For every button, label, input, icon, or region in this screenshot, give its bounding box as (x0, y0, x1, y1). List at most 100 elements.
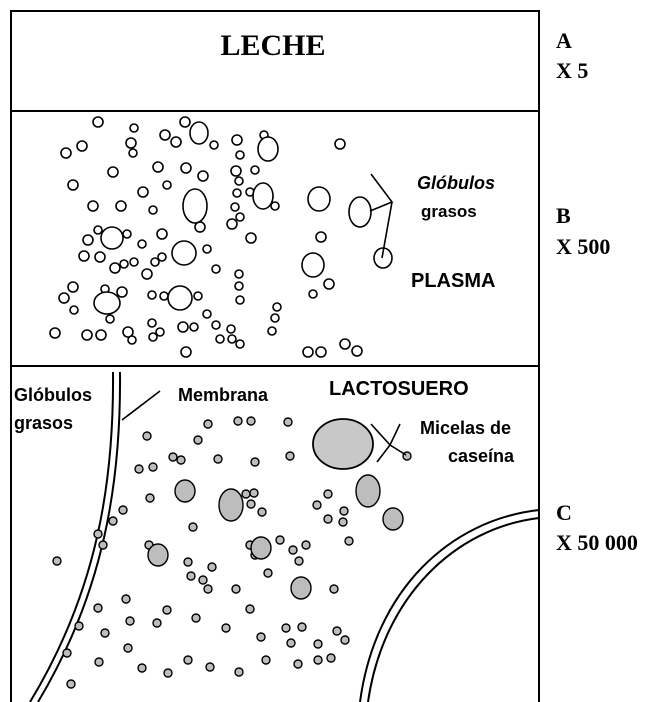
fat-globule (87, 200, 99, 212)
panel-a-title: LECHE (220, 29, 325, 62)
casein-micelle (323, 514, 333, 524)
fat-globule (122, 326, 134, 338)
fat-globule (128, 148, 138, 158)
fat-globule (179, 116, 191, 128)
casein-micelle (142, 431, 152, 441)
fat-globule (150, 257, 160, 267)
fat-globule (171, 240, 197, 266)
fat-globule (227, 334, 237, 344)
casein-micelle (205, 662, 215, 672)
casein-micelle (382, 507, 404, 531)
fat-globule (115, 200, 127, 212)
casein-micelle (137, 663, 147, 673)
panel-c-fat-label-line1: Glóbulos (14, 385, 92, 405)
panel-c-micelle-label-line1: Micelas de (420, 418, 511, 438)
fat-globule (323, 278, 335, 290)
casein-micelle (168, 452, 178, 462)
fat-globule (82, 234, 94, 246)
casein-micelle (323, 489, 333, 499)
fat-globule (95, 329, 107, 341)
casein-micelle (207, 562, 217, 572)
casein-micelle (100, 628, 110, 638)
casein-micelle (275, 535, 285, 545)
casein-micelle (233, 416, 243, 426)
casein-micelle (148, 462, 158, 472)
fat-globule (157, 252, 167, 262)
fat-globule (137, 239, 147, 249)
fat-globule (182, 188, 208, 224)
fat-globule (270, 313, 280, 323)
fat-globule (315, 346, 327, 358)
casein-micelle (340, 635, 350, 645)
casein-micelle (246, 416, 256, 426)
casein-micelle (256, 632, 266, 642)
panel-b-plasma-label: PLASMA (411, 270, 495, 292)
casein-micelle (74, 621, 84, 631)
fat-globule (148, 332, 158, 342)
casein-micelle (301, 540, 311, 550)
panel-c-membrane-label: Membrana (178, 385, 269, 405)
casein-micelle (297, 622, 307, 632)
casein-micelle (193, 435, 203, 445)
fat-globule (156, 228, 168, 240)
fat-globule (69, 305, 79, 315)
fat-globule (167, 285, 193, 311)
fat-globule-membrane-right-inner (367, 517, 540, 702)
casein-micelle (203, 419, 213, 429)
casein-micelle (281, 623, 291, 633)
fat-globule (105, 314, 115, 324)
fat-globule (308, 289, 318, 299)
fat-globule (119, 259, 129, 269)
casein-micelle (94, 657, 104, 667)
fat-globule (129, 257, 139, 267)
casein-micelle (145, 493, 155, 503)
fat-globule (78, 250, 90, 262)
casein-micelle (234, 667, 244, 677)
fat-globule (339, 338, 351, 350)
casein-micelle (134, 464, 144, 474)
casein-micelle (231, 584, 241, 594)
casein-micelle (176, 455, 186, 465)
fat-globule-pointer (369, 173, 394, 259)
fat-globule (232, 188, 242, 198)
casein-micelle (246, 499, 256, 509)
fat-globule-membrane-left-inner (37, 371, 122, 702)
casein-micelle (174, 479, 196, 503)
fat-globule (209, 140, 219, 150)
fat-globule (202, 309, 212, 319)
panel-a-letter: A (556, 28, 572, 53)
fat-globule (348, 196, 372, 228)
fat-globule (215, 334, 225, 344)
fat-globule (147, 318, 157, 328)
casein-micelle (163, 668, 173, 678)
casein-micelle (93, 603, 103, 613)
fat-globule (235, 339, 245, 349)
casein-micelle (312, 418, 374, 470)
casein-micelle (339, 506, 349, 516)
panel-c-whey-label: LACTOSUERO (329, 378, 469, 400)
casein-micelle (198, 575, 208, 585)
casein-micelle (294, 556, 304, 566)
panel-b-magnification: X 500 (556, 234, 610, 259)
fat-globule (147, 290, 157, 300)
fat-globule (58, 292, 70, 304)
casein-micelle (344, 536, 354, 546)
casein-micelle (221, 623, 231, 633)
casein-micelle (245, 604, 255, 614)
fat-globule (127, 335, 137, 345)
fat-globule (267, 326, 277, 336)
fat-globule (137, 186, 149, 198)
fat-globule (159, 129, 171, 141)
casein-micelle (186, 571, 196, 581)
casein-micelle (62, 648, 72, 658)
fat-globule (67, 179, 79, 191)
panel-c-micelle-label-line2: caseína (448, 446, 515, 466)
casein-micelle (152, 618, 162, 628)
casein-micelle (313, 639, 323, 649)
fat-globule (107, 166, 119, 178)
casein-micelle (183, 557, 193, 567)
fat-globule (94, 251, 106, 263)
fat-globule (60, 147, 72, 159)
casein-micelle (329, 584, 339, 594)
fat-globule (252, 182, 274, 210)
